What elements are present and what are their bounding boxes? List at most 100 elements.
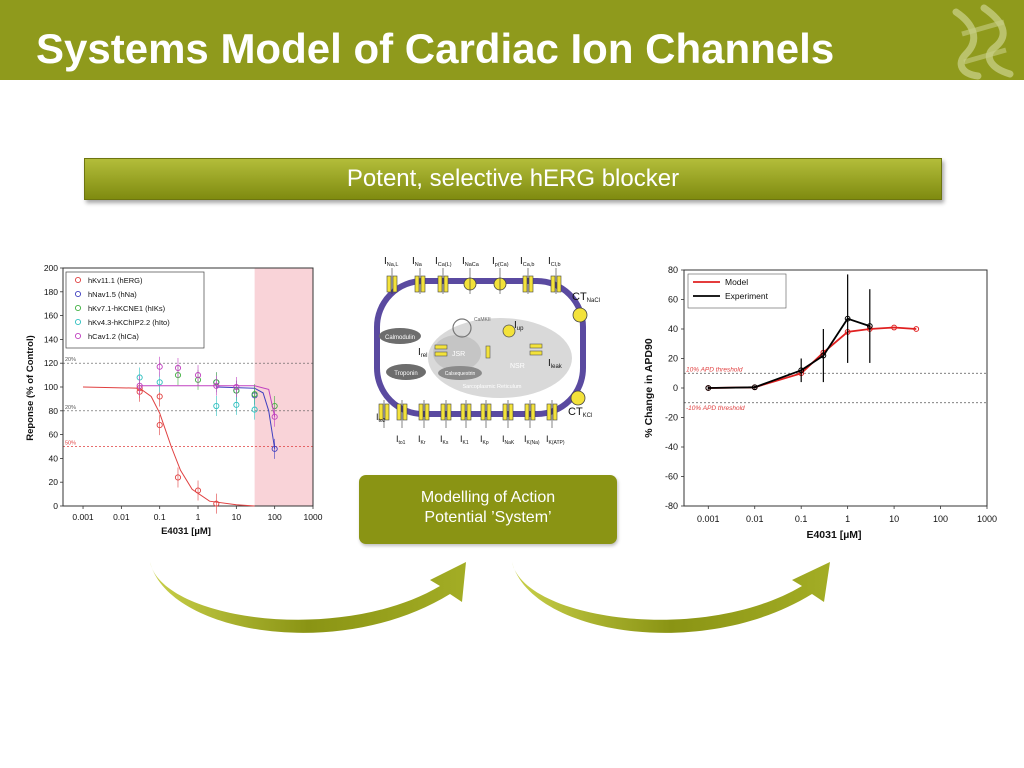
- channel-icon: [522, 275, 528, 293]
- camkii-label: CaMKII: [474, 317, 491, 323]
- x-tick-label: 100: [933, 514, 948, 524]
- current-label: INa: [412, 256, 423, 268]
- legend-marker: [74, 290, 82, 298]
- current-sub: K(Na): [527, 440, 540, 446]
- calsequestrin-label: Calsequestrin: [445, 371, 476, 377]
- y-tick-label: 60: [668, 295, 678, 305]
- current-label: INaCa: [462, 256, 480, 268]
- x-tick-label: 1: [196, 512, 201, 522]
- channel-icon: [550, 275, 556, 293]
- current-sub: Na,L: [387, 262, 399, 268]
- x-tick-label: 0.1: [795, 514, 808, 524]
- current-label: IK(ATP): [546, 434, 565, 446]
- channel-icon: [486, 403, 492, 421]
- channel-icon: [420, 275, 426, 293]
- data-point: [891, 324, 897, 331]
- channel-icon: [443, 275, 449, 293]
- current-label: IKr: [418, 434, 426, 446]
- y-tick-label: 180: [44, 287, 58, 297]
- y-tick-label: 40: [668, 324, 678, 334]
- channel-icon: [386, 275, 392, 293]
- channel-icon: [546, 403, 552, 421]
- data-point: [213, 382, 220, 389]
- data-point: [156, 379, 163, 386]
- channel-icon: [466, 403, 472, 421]
- channel-icon: [437, 275, 443, 293]
- camkii-ring: [452, 318, 472, 338]
- modelling-box-line2: Potential ’System’: [424, 509, 552, 526]
- channel-icon: [384, 403, 390, 421]
- y-tick-label: 0: [673, 383, 678, 393]
- data-point: [798, 367, 805, 374]
- nsr-label: NSR: [510, 363, 525, 370]
- rel-channel-icon: [434, 344, 448, 350]
- data-point: [751, 384, 758, 391]
- ct-nacl-icon: [572, 307, 588, 323]
- slide-title: Systems Model of Cardiac Ion Channels: [36, 25, 835, 72]
- calsequestrin-blob: [438, 366, 482, 380]
- irel-sub: rel: [421, 353, 428, 359]
- y-tick-label: -60: [665, 472, 678, 482]
- data-point: [251, 406, 258, 413]
- curved-arrow-left-icon: [150, 562, 466, 633]
- x-tick-label: 10: [889, 514, 899, 524]
- brand-logo-icon: [952, 4, 1014, 80]
- x-axis-label: E4031 [µM]: [161, 526, 211, 537]
- current-sub: Kp: [483, 440, 489, 446]
- data-point: [136, 382, 143, 389]
- channel-icon: [556, 275, 562, 293]
- ct-nacl-label: CTNaCl: [572, 291, 600, 304]
- data-point: [156, 363, 163, 370]
- current-sub: Cl,b: [551, 262, 561, 268]
- leak-channel-icon-2: [529, 350, 543, 356]
- data-point: [913, 326, 920, 332]
- channel-icon: [552, 403, 558, 421]
- data-point: [156, 422, 163, 429]
- flow-arrows: [150, 562, 830, 633]
- cardiac-cell-diagram: Calmodulin Troponin CaMKII JSR NSR Calse…: [374, 256, 600, 446]
- series-line: [708, 317, 871, 389]
- current-sub: to1: [399, 440, 406, 446]
- legend-marker: [74, 332, 82, 340]
- jsr-compartment: [433, 335, 481, 371]
- y-tick-label: 60: [49, 430, 59, 440]
- data-point: [213, 500, 220, 507]
- jsr-label: JSR: [452, 351, 465, 358]
- subtitle-banner: Potent, selective hERG blocker: [84, 158, 942, 200]
- y-tick-label: -20: [665, 413, 678, 423]
- y-tick-label: 0: [53, 501, 58, 511]
- data-point: [194, 487, 202, 494]
- channel-icon: [418, 403, 424, 421]
- x-tick-label: 0.01: [746, 514, 764, 524]
- reference-label: 20%: [65, 357, 76, 363]
- title-bar: Systems Model of Cardiac Ion Channels: [0, 0, 1024, 80]
- data-point: [844, 315, 851, 322]
- modelling-box: Modelling of Action Potential ’System’: [359, 475, 617, 544]
- current-sub: NaK: [505, 440, 515, 446]
- current-sub: Ca,b: [523, 262, 535, 268]
- fit-curve: [139, 385, 276, 417]
- threshold-label: -10% APD threshold: [686, 405, 745, 412]
- y-tick-label: 20: [49, 477, 59, 487]
- troponin-blob: [386, 364, 426, 380]
- current-label: IK1: [460, 434, 469, 446]
- shaded-region: [254, 268, 313, 506]
- apd90-chart: 10% APD threshold-10% APD threshold 8060…: [643, 265, 997, 541]
- data-point: [271, 445, 278, 452]
- channel-icon: [424, 403, 430, 421]
- channel-icon: [502, 403, 508, 421]
- data-point: [866, 323, 873, 329]
- legend-marker: [74, 304, 82, 312]
- current-label: INa,L: [384, 256, 398, 268]
- irel-label: Irel: [418, 347, 427, 359]
- current-label: Ip(Ca): [492, 256, 509, 268]
- channel-icon: [378, 403, 384, 421]
- data-point: [251, 391, 258, 398]
- x-tick-label: 1: [845, 514, 850, 524]
- y-tick-label: -40: [665, 442, 678, 452]
- channel-icon: [528, 275, 534, 293]
- leak-channel-icon: [529, 343, 543, 349]
- current-sub: p(Ca): [495, 262, 509, 268]
- y-tick-label: 40: [49, 453, 59, 463]
- y-tick-label: 140: [44, 334, 58, 344]
